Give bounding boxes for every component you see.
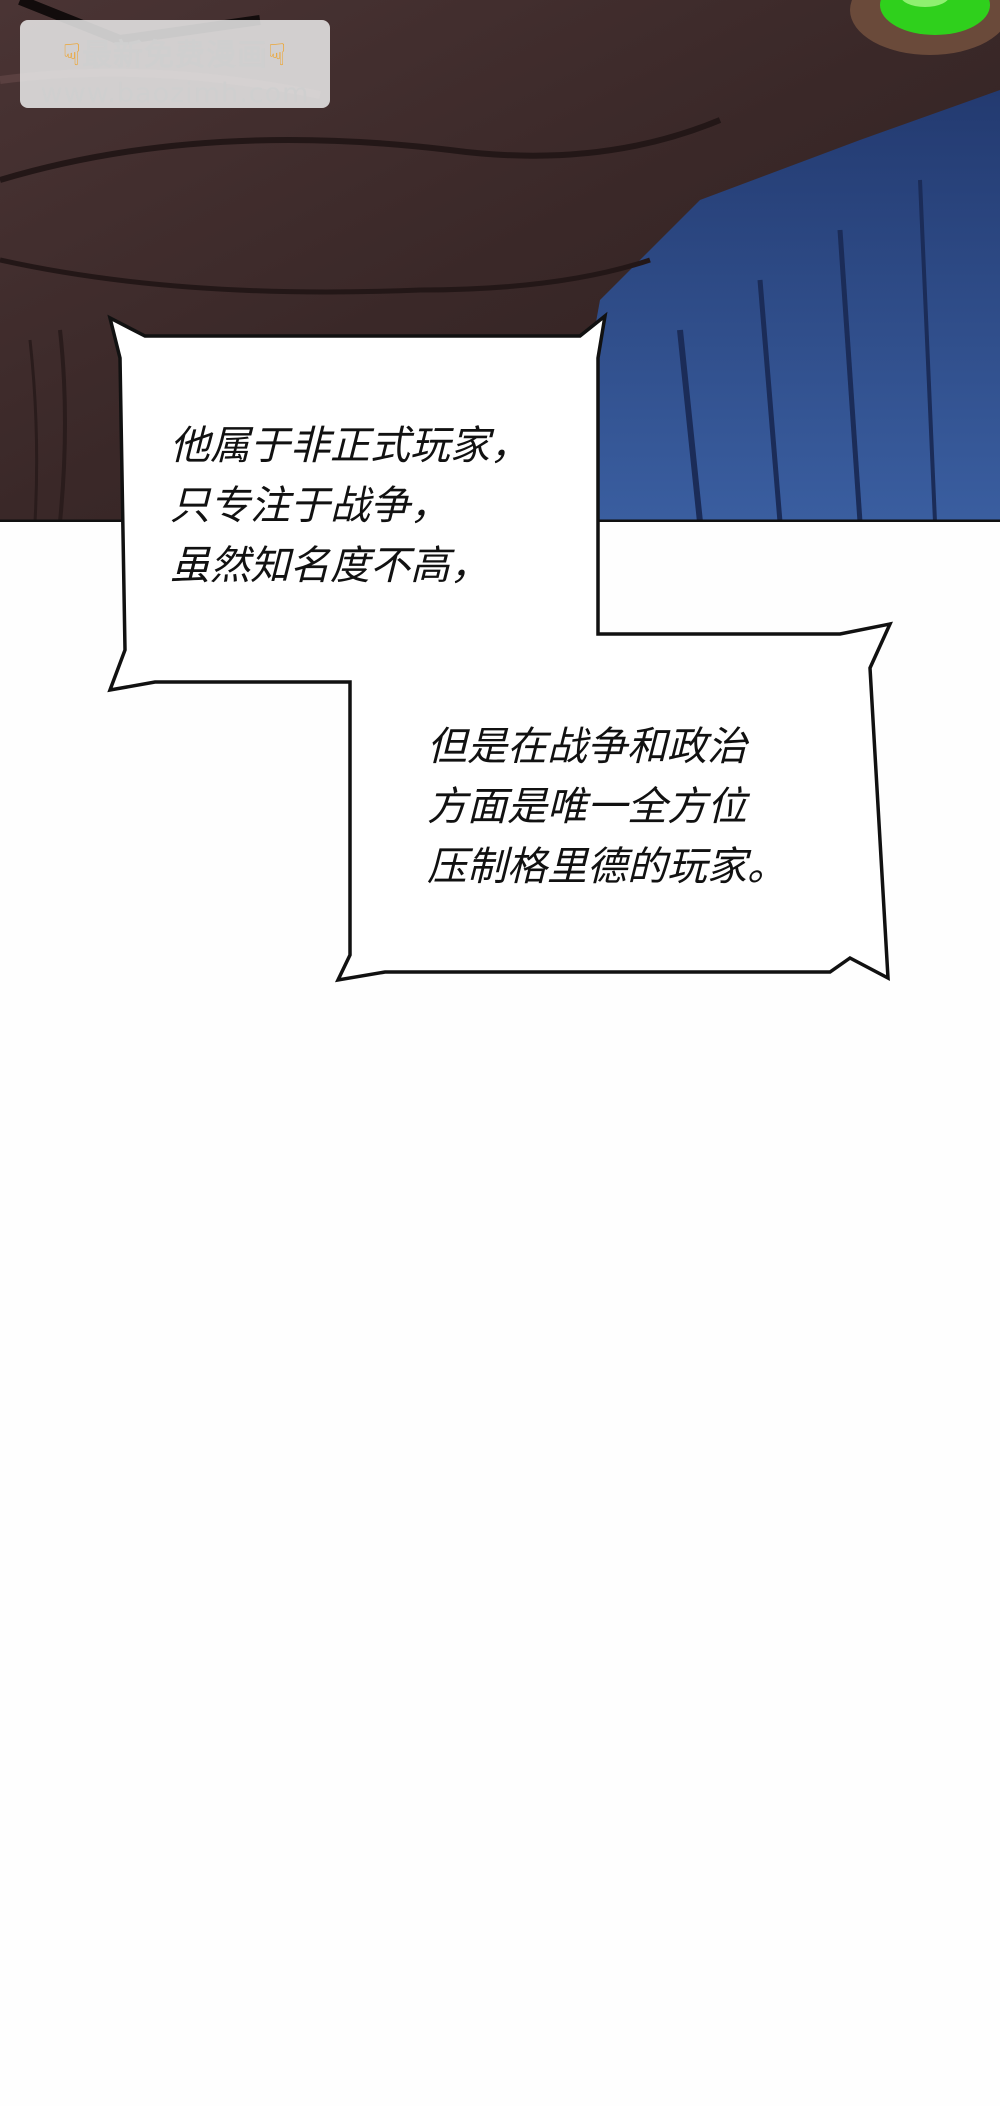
watermark-url: www.baozimh.com bbox=[40, 78, 310, 109]
bubble-2-line: 压制格里德的玩家。 bbox=[427, 844, 787, 890]
pointing-down-hand-icon: ☟ bbox=[62, 38, 82, 73]
watermark-title: 最新免费漫画 bbox=[82, 38, 268, 73]
bubble-1-line: 他属于非正式玩家， bbox=[170, 423, 530, 469]
bubble-2-line: 但是在战争和政治 bbox=[427, 724, 747, 770]
bubble-2-line: 方面是唯一全方位 bbox=[427, 784, 747, 830]
watermark: ☟最新免费漫画☟ www.baozimh.com bbox=[20, 20, 330, 109]
bubble-1-line: 只专注于战争， bbox=[170, 483, 450, 529]
speech-bubble-1-shape bbox=[107, 311, 894, 983]
pointing-down-hand-icon: ☟ bbox=[268, 38, 288, 73]
speech-bubble-2-text: 但是在战争和政治方面是唯一全方位压制格里德的玩家。 bbox=[427, 717, 787, 897]
bubble-1-line: 虽然知名度不高， bbox=[170, 543, 490, 589]
speech-bubble-1-text: 他属于非正式玩家， 只专注于战争， 虽然知名度不高， bbox=[170, 416, 530, 596]
